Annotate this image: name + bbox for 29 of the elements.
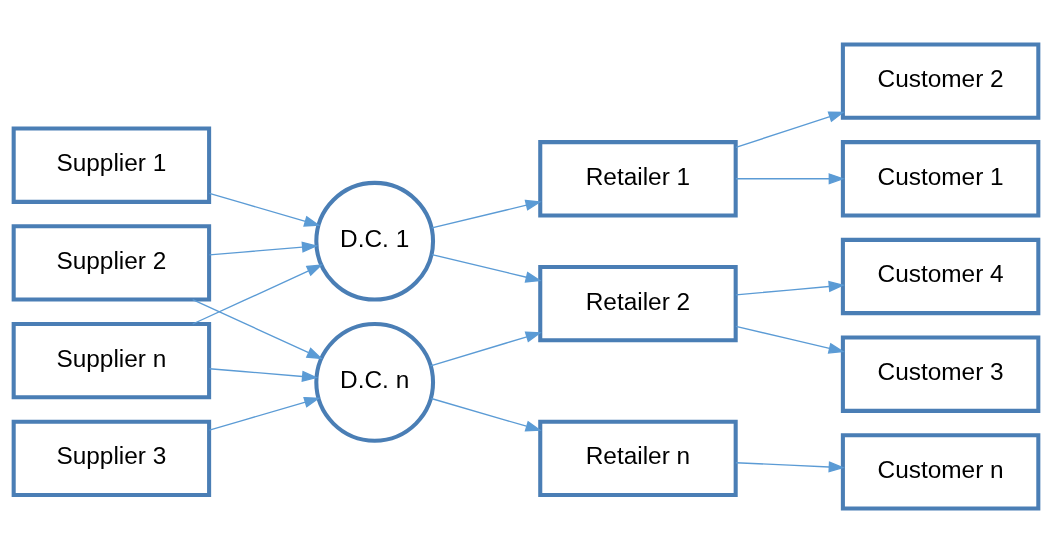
node-box: Customer 3 [840, 335, 1041, 413]
node-box: Supplier 1 [11, 126, 212, 204]
node-circle: D.C. n [314, 321, 436, 443]
node-box: Customer 2 [840, 42, 1041, 120]
node-box: Customer n [840, 433, 1041, 511]
node-box: Supplier 2 [11, 224, 212, 302]
arrow [735, 325, 845, 354]
arrow [430, 397, 542, 432]
node-box: Customer 1 [840, 140, 1041, 218]
arrow [431, 253, 542, 283]
node-box: Supplier 3 [11, 419, 212, 498]
node-box: Retailer 1 [538, 140, 738, 218]
arrow [430, 331, 542, 367]
node-box: Retailer n [538, 419, 738, 498]
arrow [431, 199, 542, 229]
arrow [735, 173, 845, 185]
arrow [192, 298, 323, 360]
node-box: Retailer 2 [538, 264, 738, 343]
arrow [208, 241, 319, 256]
arrow [208, 396, 321, 431]
arrow [735, 111, 845, 148]
arrow [208, 368, 319, 383]
node-circle: D.C. 1 [314, 180, 436, 302]
arrow [735, 280, 845, 296]
arrow [208, 192, 321, 227]
arrow [735, 461, 845, 473]
arrow [192, 264, 323, 325]
node-box: Customer 4 [840, 237, 1041, 316]
node-box: Supplier n [11, 321, 212, 400]
